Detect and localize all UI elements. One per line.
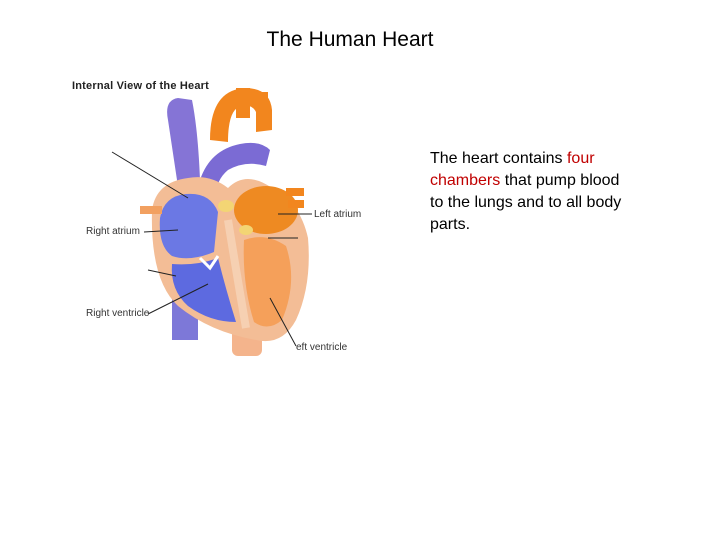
superior-vena-cava <box>167 98 200 200</box>
slide-title: The Human Heart <box>266 28 434 51</box>
label-left-ventricle: eft ventricle <box>296 342 348 353</box>
description-part-1: The heart contains <box>430 150 567 167</box>
heart-diagram: Internal View of the Heart Right atrium … <box>60 70 380 360</box>
pointer-line-left-ventricle <box>269 297 297 347</box>
tricuspid-valve <box>198 255 220 271</box>
aorta-branch-2 <box>256 92 268 118</box>
pointer-line-top <box>111 151 189 199</box>
description-text: The heart contains four chambers that pu… <box>430 148 630 236</box>
right-ventricle-chamber <box>171 258 236 322</box>
label-left-atrium: Left atrium <box>314 209 362 220</box>
label-right-atrium: Right atrium <box>86 226 140 237</box>
description-part-2: that pump blood to the lungs and to all … <box>430 172 622 233</box>
description-highlight: four chambers <box>430 150 595 189</box>
pointer-line-mid <box>147 269 177 277</box>
right-atrium-chamber <box>159 193 218 259</box>
pointer-line-right-atrium <box>143 229 179 233</box>
left-ventricle-chamber <box>243 237 292 327</box>
aortic-valve <box>239 225 253 235</box>
pulmonary-vein <box>286 188 304 196</box>
pulmonary-valve <box>218 200 234 212</box>
heart-illustration <box>111 88 312 356</box>
pulmonary-vein-2 <box>288 200 304 208</box>
left-atrium-chamber <box>234 186 298 234</box>
aorta-branch <box>236 88 250 118</box>
vessel-stub <box>140 206 162 214</box>
pointer-line-right-ventricle <box>147 283 209 315</box>
septum <box>224 219 250 329</box>
diagram-heading: Internal View of the Heart <box>72 80 210 92</box>
label-right-ventricle: Right ventricle <box>86 308 150 319</box>
